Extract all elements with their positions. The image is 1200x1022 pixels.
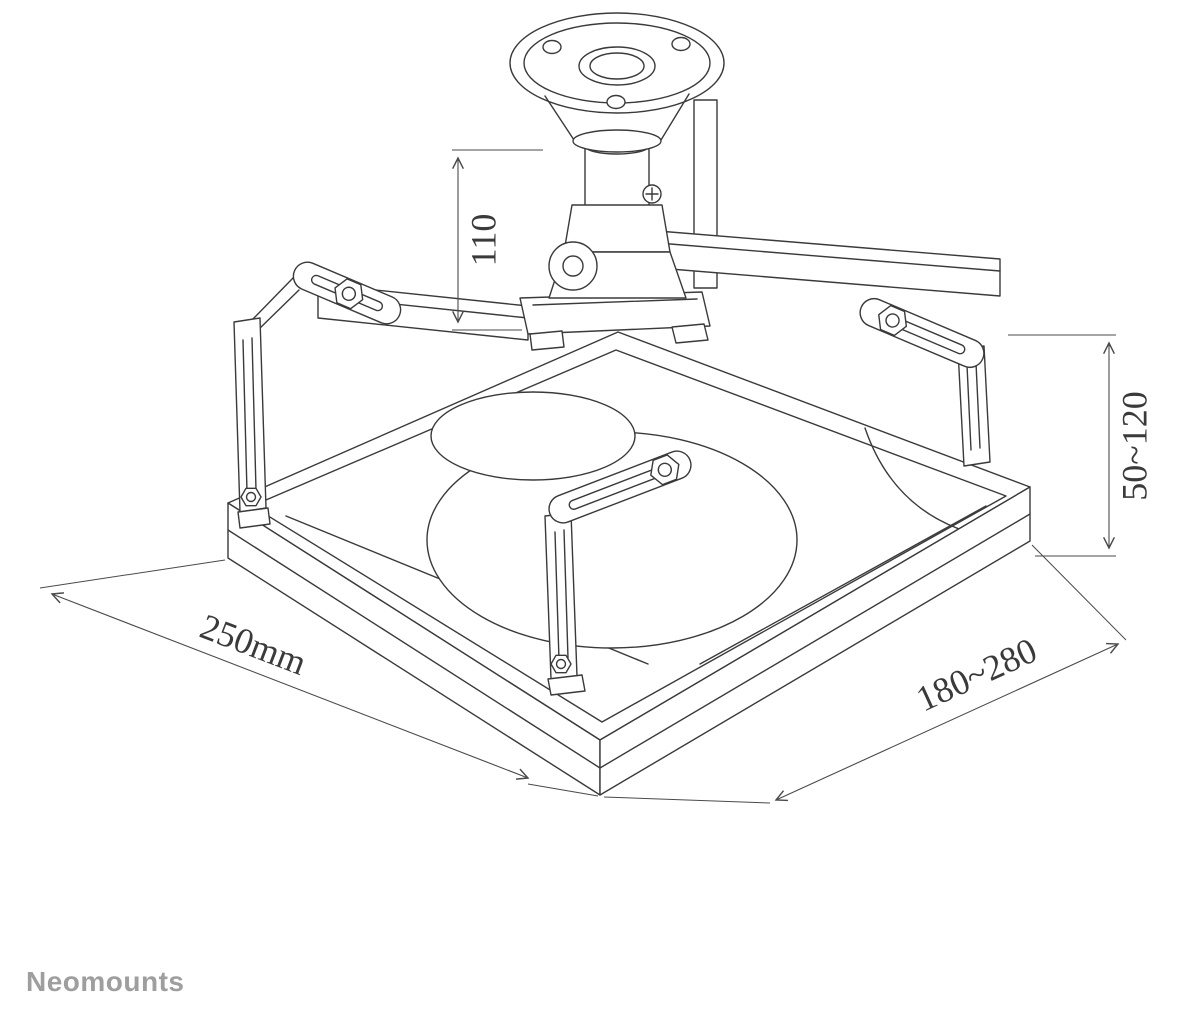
arm-center-bolt	[650, 454, 680, 486]
arm-center-bar	[548, 450, 692, 524]
dimension-label-height-range: 50~120	[1114, 391, 1154, 500]
dimension-label-drop-height: 110	[463, 214, 503, 267]
ceiling-plate	[509, 12, 725, 153]
bolt-hole-2	[671, 36, 691, 52]
plate-foot-left	[529, 330, 565, 351]
dimension-drop-height: 110	[451, 149, 543, 331]
extension-lines-110	[452, 149, 543, 331]
tray-upper-plate	[430, 391, 636, 481]
plate-foot-right	[671, 323, 709, 344]
tray-wall-right-fold	[599, 513, 1031, 769]
dimension-line-250	[50, 592, 530, 780]
arm-left-post-bolt	[240, 487, 262, 507]
dimension-height-range: 50~120	[1008, 334, 1154, 557]
extension-lines-250	[39, 559, 599, 797]
dimension-label-depth-range: 180~280	[910, 630, 1043, 719]
tray-inner-rim	[251, 349, 1007, 723]
adjust-screw	[642, 184, 662, 204]
extension-lines-180-280	[603, 544, 1127, 804]
clamp-arm-center	[544, 450, 692, 696]
arm-center-foot	[547, 674, 586, 696]
column-sides	[584, 145, 650, 206]
arm-left-foot	[237, 507, 271, 529]
dimension-line-180-280	[774, 642, 1120, 802]
arm-right-post-slot	[966, 362, 981, 451]
cone-base	[572, 129, 662, 153]
arm-center-post	[544, 512, 578, 680]
arm-right-bolt	[878, 304, 908, 337]
arm-left-post	[233, 317, 267, 513]
bolt-hole-1	[542, 39, 562, 55]
brand-logo: Neomounts	[26, 966, 185, 997]
arm-left-bar	[292, 261, 402, 325]
clamp-arm-right	[859, 297, 991, 467]
arm-left-bolt	[334, 278, 364, 310]
arm-left-bracket	[251, 277, 300, 331]
clamp-arm-left	[233, 261, 402, 529]
arm-right-bar	[859, 297, 985, 369]
projector-tray	[227, 331, 1031, 796]
arm-center-post-slot	[554, 529, 569, 661]
bolt-hole-3	[606, 94, 626, 110]
ball-joint-column	[548, 137, 687, 299]
arm-left-post-slot	[242, 337, 257, 493]
tray-seam-right	[699, 505, 987, 665]
mounting-plate	[519, 291, 711, 351]
tilt-knob	[548, 241, 598, 291]
cone-sides	[544, 93, 690, 141]
center-hole-inner	[589, 52, 645, 80]
extension-lines-50-120	[1008, 334, 1116, 557]
arm-center-post-bolt	[550, 654, 572, 674]
